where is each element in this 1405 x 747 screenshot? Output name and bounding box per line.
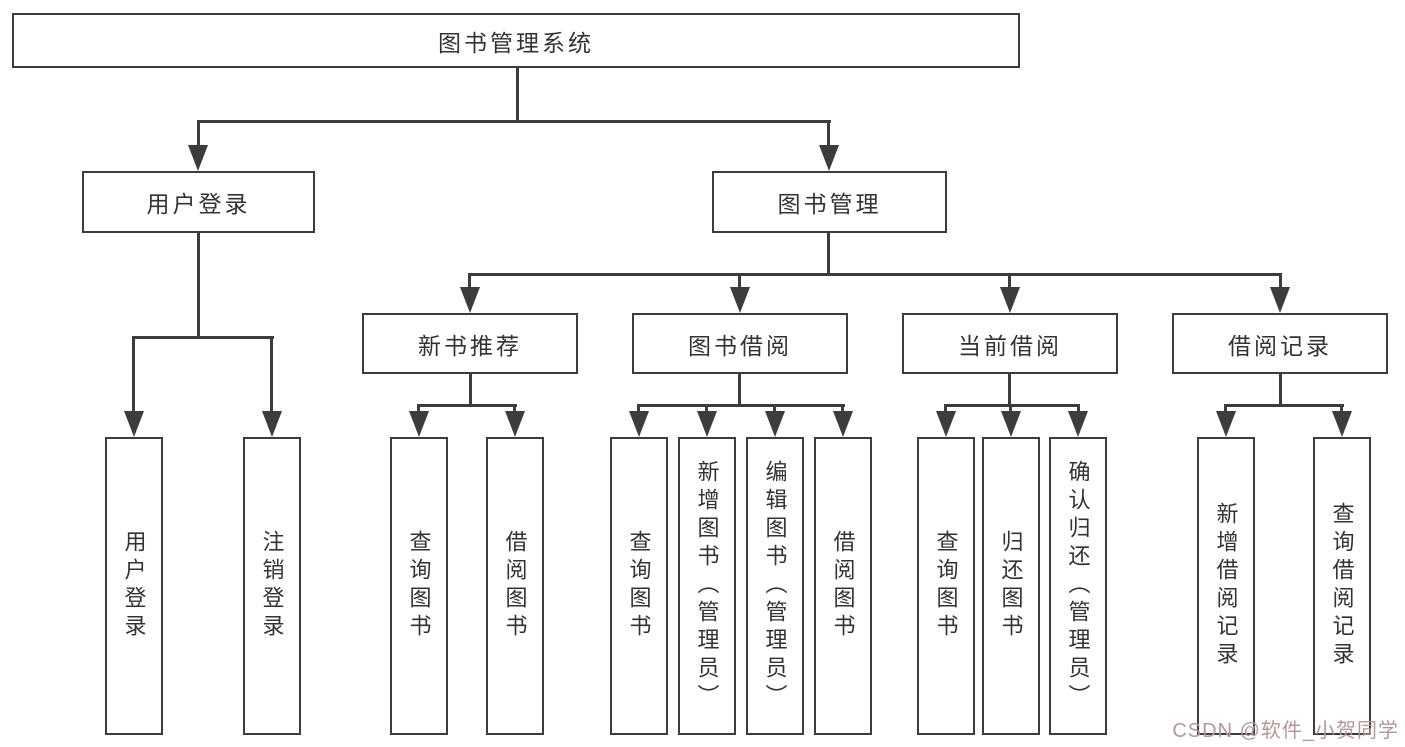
leaf-borrowing-query-books: 查询图书 xyxy=(610,437,668,735)
node-label: 编辑图书（管理员） xyxy=(762,460,788,712)
leaf-current-query-books: 查询图书 xyxy=(917,437,975,735)
connector-line xyxy=(197,120,831,123)
node-label: 用户登录 xyxy=(121,530,147,642)
node-label: 当前借阅 xyxy=(958,332,1062,359)
connector-line xyxy=(468,273,1282,276)
arrow-down-icon xyxy=(1068,411,1088,437)
node-label: 用户登录 xyxy=(146,191,251,217)
arrow-down-icon xyxy=(262,411,282,437)
connector-line xyxy=(1008,374,1011,407)
node-label: 借阅图书 xyxy=(502,530,528,642)
connector-line xyxy=(944,404,947,413)
connector-line xyxy=(1279,374,1282,407)
leaf-records-add-borrow-record: 新增借阅记录 xyxy=(1197,437,1255,735)
arrow-down-icon xyxy=(188,145,208,171)
leaf-borrowing-add-books-admin: 新增图书（管理员） xyxy=(678,437,736,735)
node-current-borrowing: 当前借阅 xyxy=(902,313,1118,374)
connector-line xyxy=(197,233,200,338)
node-label: 确认归还（管理员） xyxy=(1065,460,1091,712)
node-library-management-system: 图书管理系统 xyxy=(12,13,1020,68)
leaf-recommend-borrow-books: 借阅图书 xyxy=(486,437,544,735)
node-label: 图书管理系统 xyxy=(438,29,594,56)
connector-line xyxy=(944,404,1080,407)
leaf-recommend-query-books: 查询图书 xyxy=(390,437,448,735)
node-label: 新增借阅记录 xyxy=(1213,502,1239,670)
arrow-down-icon xyxy=(1001,411,1021,437)
arrow-down-icon xyxy=(730,287,750,313)
node-label: 查询图书 xyxy=(406,530,432,642)
arrow-down-icon xyxy=(1216,411,1236,437)
node-book-borrowing: 图书借阅 xyxy=(632,313,848,374)
connector-line xyxy=(705,404,708,413)
leaf-logout: 注销登录 xyxy=(243,437,301,735)
node-label: 归还图书 xyxy=(998,530,1024,642)
connector-line xyxy=(1077,404,1080,413)
arrow-down-icon xyxy=(505,411,525,437)
connector-line xyxy=(738,273,741,289)
connector-line xyxy=(827,120,830,148)
node-label: 新增图书（管理员） xyxy=(694,460,720,712)
connector-line xyxy=(270,336,273,414)
arrow-down-icon xyxy=(629,411,649,437)
connector-line xyxy=(1224,404,1227,413)
arrow-down-icon xyxy=(819,145,839,171)
connector-line xyxy=(468,273,471,289)
node-book-management: 图书管理 xyxy=(712,171,947,233)
connector-line xyxy=(637,404,640,413)
arrow-down-icon xyxy=(1332,411,1352,437)
connector-line xyxy=(516,68,519,123)
connector-line xyxy=(827,233,830,276)
arrow-down-icon xyxy=(697,411,717,437)
node-label: 查询借阅记录 xyxy=(1329,502,1355,670)
leaf-current-confirm-return-admin: 确认归还（管理员） xyxy=(1049,437,1107,735)
connector-line xyxy=(469,374,472,407)
arrow-down-icon xyxy=(833,411,853,437)
connector-line xyxy=(841,404,844,413)
leaf-user-login: 用户登录 xyxy=(105,437,163,735)
node-borrowing-records: 借阅记录 xyxy=(1172,313,1388,374)
connector-line xyxy=(637,404,845,407)
node-user-login: 用户登录 xyxy=(82,171,315,233)
arrow-down-icon xyxy=(460,287,480,313)
node-label: 查询图书 xyxy=(626,530,652,642)
node-label: 注销登录 xyxy=(259,530,285,642)
connector-line xyxy=(1340,404,1343,413)
csdn-watermark: CSDN @软件_小贺同学 xyxy=(1172,720,1399,742)
connector-line xyxy=(1279,273,1282,289)
connector-line xyxy=(417,404,517,407)
leaf-borrowing-borrow-books: 借阅图书 xyxy=(814,437,872,735)
leaf-current-return-books: 归还图书 xyxy=(982,437,1040,735)
connector-line xyxy=(513,404,516,413)
connector-line xyxy=(1009,404,1012,413)
arrow-down-icon xyxy=(124,411,144,437)
connector-line xyxy=(197,120,200,148)
node-label: 借阅图书 xyxy=(830,530,856,642)
connector-line xyxy=(132,336,135,414)
node-label: 查询图书 xyxy=(933,530,959,642)
arrow-down-icon xyxy=(1270,287,1290,313)
arrow-down-icon xyxy=(409,411,429,437)
node-label: 图书借阅 xyxy=(688,332,792,359)
connector-line xyxy=(1224,404,1344,407)
arrow-down-icon xyxy=(936,411,956,437)
connector-line xyxy=(773,404,776,413)
arrow-down-icon xyxy=(1000,287,1020,313)
arrow-down-icon xyxy=(765,411,785,437)
node-label: 借阅记录 xyxy=(1228,332,1332,359)
connector-line xyxy=(132,336,274,339)
node-label: 图书管理 xyxy=(777,191,882,217)
node-new-book-recommend: 新书推荐 xyxy=(362,313,578,374)
connector-line xyxy=(738,374,741,407)
connector-line xyxy=(417,404,420,413)
leaf-borrowing-edit-books-admin: 编辑图书（管理员） xyxy=(746,437,804,735)
leaf-records-query-borrow-record: 查询借阅记录 xyxy=(1313,437,1371,735)
node-label: 新书推荐 xyxy=(418,332,522,359)
connector-line xyxy=(1008,273,1011,289)
